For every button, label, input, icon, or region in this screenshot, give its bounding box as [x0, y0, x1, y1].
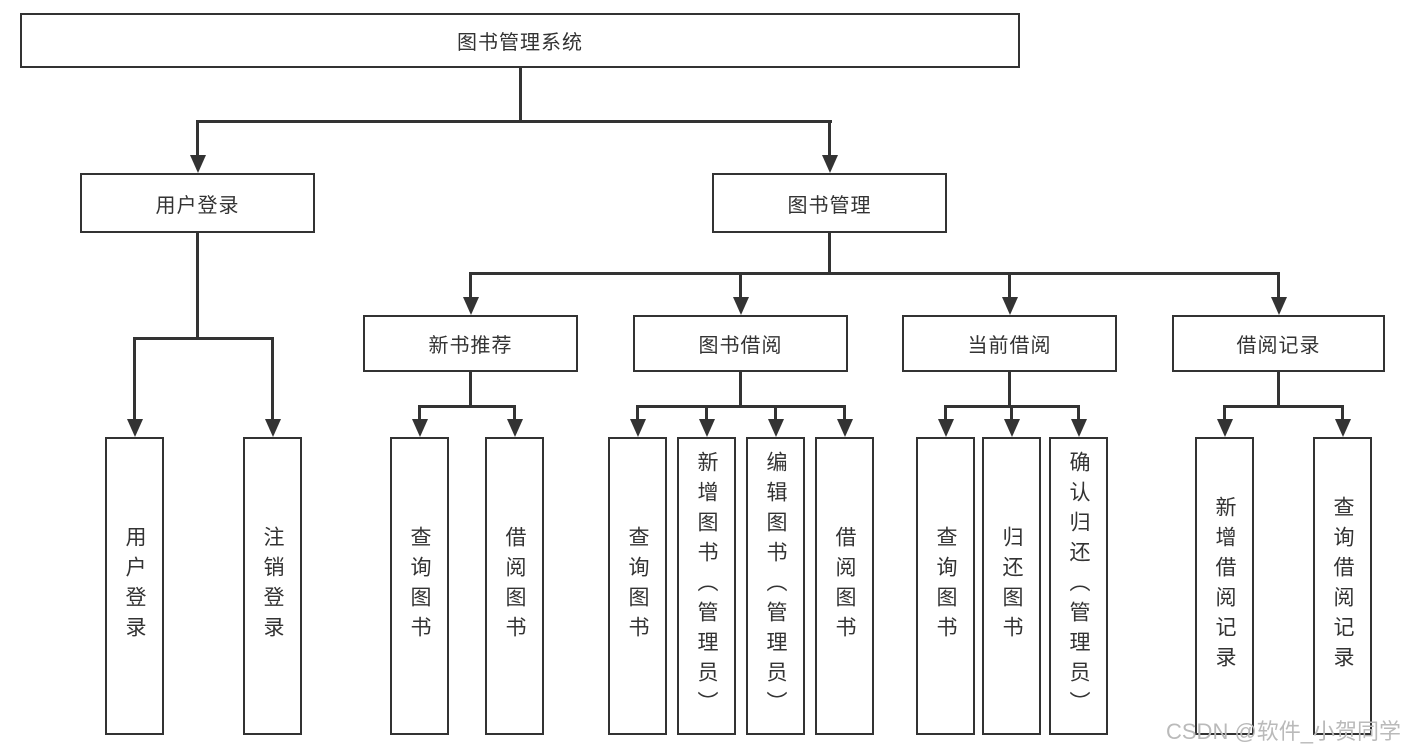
- arrow-to-leaf-query-record: [1341, 405, 1344, 419]
- arrow-to-leaf-logout: [271, 337, 274, 419]
- edge-user-login-bar: [133, 337, 274, 340]
- edge-root-bar: [196, 120, 832, 123]
- arrow-to-leaf-add-book: [705, 405, 708, 419]
- node-new-book-recommend: 新书推荐: [363, 315, 578, 372]
- arrow-to-new-book-recommend: [469, 272, 472, 297]
- leaf-query-book-1: 查询图书: [390, 437, 449, 735]
- leaf-query-borrow-record: 查询借阅记录: [1313, 437, 1372, 735]
- arrow-to-leaf-borrow-book-1: [513, 405, 516, 419]
- leaf-query-book-3: 查询图书: [916, 437, 975, 735]
- edge-borrow-records-drop: [1277, 372, 1280, 408]
- edge-new-book-drop: [469, 372, 472, 408]
- arrow-to-leaf-borrow-book-2: [843, 405, 846, 419]
- arrow-to-leaf-query-book-3: [944, 405, 947, 419]
- leaf-return-book: 归还图书: [982, 437, 1041, 735]
- leaf-borrow-book-2: 借阅图书: [815, 437, 874, 735]
- edge-book-management-bar: [469, 272, 1280, 275]
- node-library-management-system: 图书管理系统: [20, 13, 1020, 68]
- leaf-query-book-2: 查询图书: [608, 437, 667, 735]
- arrow-to-book-management: [828, 120, 831, 155]
- edge-book-borrow-bar: [636, 405, 846, 408]
- edge-new-book-bar: [418, 405, 516, 408]
- node-current-borrow: 当前借阅: [902, 315, 1117, 372]
- node-book-borrow: 图书借阅: [633, 315, 848, 372]
- arrow-to-leaf-query-book-1: [418, 405, 421, 419]
- edge-user-login-drop: [196, 233, 199, 340]
- leaf-add-book-admin: 新增图书（管理员）: [677, 437, 736, 735]
- arrow-to-leaf-user-login: [133, 337, 136, 419]
- arrow-to-borrow-records: [1277, 272, 1280, 297]
- leaf-user-login: 用户登录: [105, 437, 164, 735]
- arrow-to-leaf-confirm-return: [1077, 405, 1080, 419]
- node-borrow-records: 借阅记录: [1172, 315, 1385, 372]
- arrow-to-leaf-query-book-2: [636, 405, 639, 419]
- arrow-to-current-borrow: [1008, 272, 1011, 297]
- edge-borrow-records-bar: [1223, 405, 1344, 408]
- arrow-to-leaf-return-book: [1010, 405, 1013, 419]
- leaf-borrow-book-1: 借阅图书: [485, 437, 544, 735]
- edge-current-borrow-drop: [1008, 372, 1011, 408]
- edge-book-management-drop: [828, 233, 831, 275]
- node-book-management: 图书管理: [712, 173, 947, 233]
- node-user-login: 用户登录: [80, 173, 315, 233]
- edge-root-drop: [519, 68, 522, 123]
- leaf-edit-book-admin: 编辑图书（管理员）: [746, 437, 805, 735]
- edge-book-borrow-drop: [739, 372, 742, 408]
- csdn-watermark: CSDN @软件_小贺同学: [1166, 719, 1402, 744]
- arrow-to-leaf-add-record: [1223, 405, 1226, 419]
- leaf-confirm-return-admin: 确认归还（管理员）: [1049, 437, 1108, 735]
- arrow-to-book-borrow: [739, 272, 742, 297]
- leaf-logout: 注销登录: [243, 437, 302, 735]
- arrow-to-leaf-edit-book: [774, 405, 777, 419]
- leaf-add-borrow-record: 新增借阅记录: [1195, 437, 1254, 735]
- arrow-to-user-login: [196, 120, 199, 155]
